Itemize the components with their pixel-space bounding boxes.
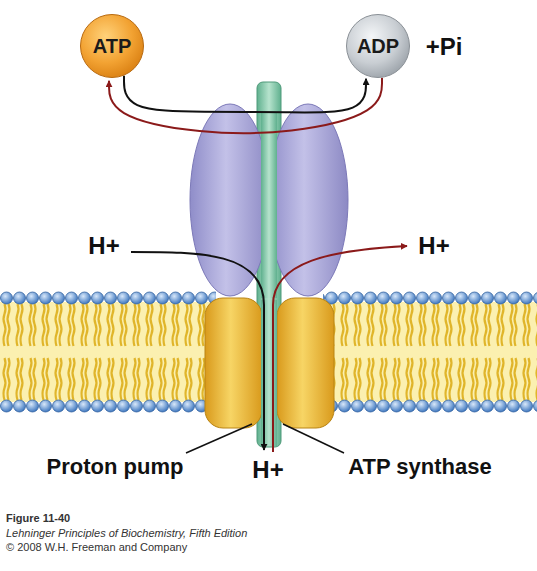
proton-label: H+: [252, 456, 283, 484]
proton-label: H+: [418, 232, 449, 260]
hydrolysis-arrow: [124, 76, 366, 113]
molecule-name: ADP: [346, 14, 410, 78]
part-label: ATP synthase: [348, 454, 491, 480]
figure-caption: Figure 11-40: [6, 512, 70, 524]
leader-line: [186, 424, 252, 453]
phosphate-label: +Pi: [426, 33, 463, 61]
adp-molecule: ADP: [346, 14, 410, 78]
part-label: Proton pump: [47, 454, 184, 480]
book-credit: Lehninger Principles of Biochemistry, Fi…: [6, 527, 247, 539]
leader-line: [283, 424, 344, 453]
proton-pump-flow: [131, 252, 264, 450]
atp-synthase-flow: [273, 246, 407, 452]
copyright-note: © 2008 W.H. Freeman and Company: [6, 541, 187, 553]
atp-molecule: ATP: [80, 14, 144, 78]
molecule-name: ATP: [80, 14, 144, 78]
proton-label: H+: [88, 232, 119, 260]
synthesis-arrow: [109, 78, 382, 133]
atp-synthase-protein: [190, 82, 348, 447]
